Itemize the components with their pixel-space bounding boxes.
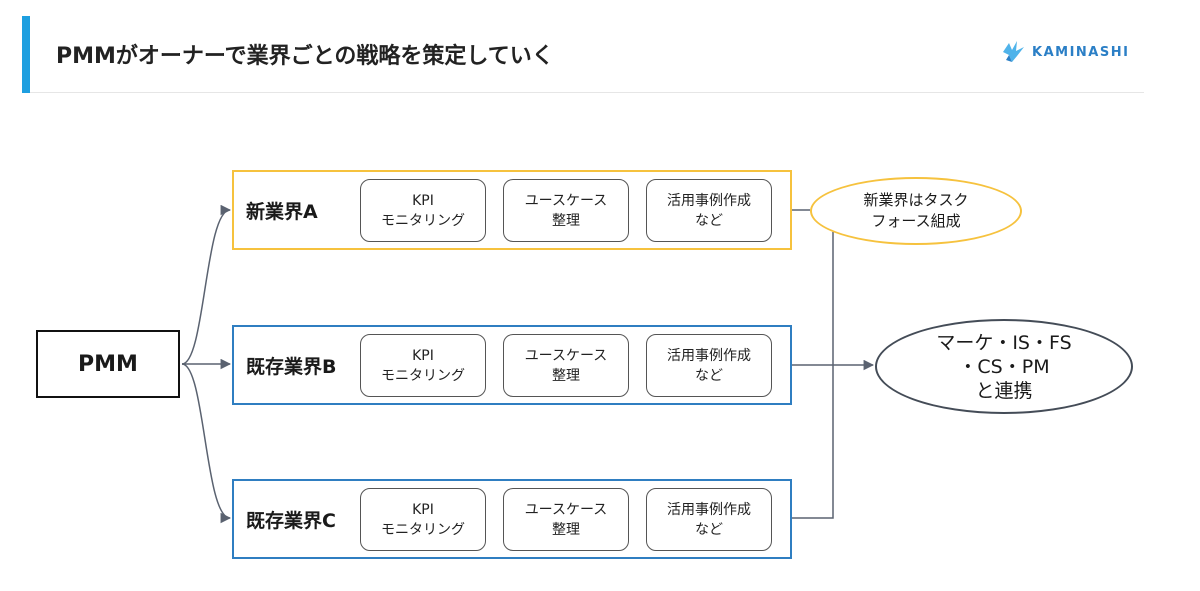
segment-label: 新業界A [246,200,318,223]
task-kpi-monitoring: KPI モニタリング [360,334,486,397]
segment-existing-industry-b: 既存業界B KPI モニタリング ユースケース 整理 活用事例作成 など [232,325,792,405]
task-kpi-monitoring: KPI モニタリング [360,488,486,551]
logo-wordmark: KAMINASHI [1032,44,1130,60]
kaminashi-logo: KAMINASHI [1000,38,1129,66]
task-use-case: ユースケース 整理 [503,179,629,242]
kaminashi-logo-icon [1003,41,1024,62]
task-case-study: 活用事例作成 など [646,488,772,551]
header-divider [30,92,1144,93]
task-kpi-monitoring: KPI モニタリング [360,179,486,242]
task-force-note: 新業界はタスク フォース組成 [810,177,1022,245]
task-case-study: 活用事例作成 など [646,179,772,242]
arrow-pmm-to-segment-a [181,204,232,365]
line-segment-c-to-trunk [792,232,834,519]
task-use-case: ユースケース 整理 [503,334,629,397]
title-accent-bar [22,16,30,93]
page-title: PMMがオーナーで業界ごとの戦略を策定していく [56,44,554,69]
arrow-pmm-to-segment-c [181,363,232,524]
segment-new-industry-a: 新業界A KPI モニタリング ユースケース 整理 活用事例作成 など [232,170,792,250]
segment-existing-industry-c: 既存業界C KPI モニタリング ユースケース 整理 活用事例作成 など [232,479,792,559]
task-case-study: 活用事例作成 など [646,334,772,397]
segment-label: 既存業界B [246,355,337,378]
segment-label: 既存業界C [246,509,336,532]
collaboration-note: マーケ・IS・FS ・CS・PM と連携 [875,319,1133,414]
pmm-box: PMM [36,330,180,398]
task-use-case: ユースケース 整理 [503,488,629,551]
